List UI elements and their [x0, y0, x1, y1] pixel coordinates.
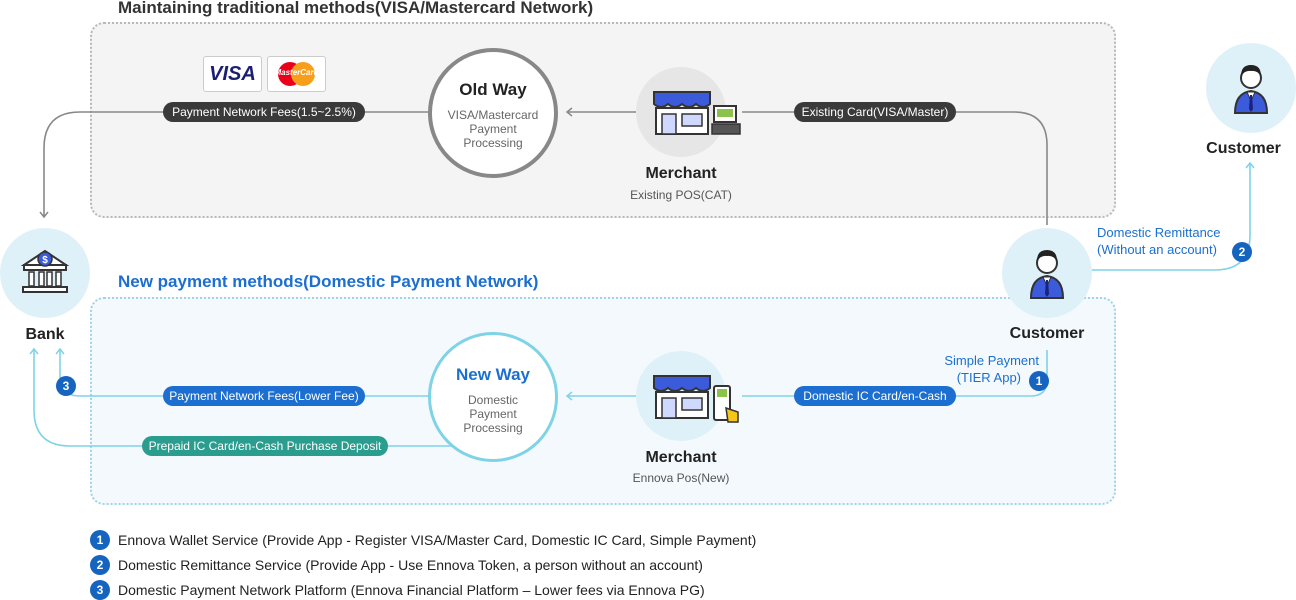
- remittance-line2: (Without an account): [1097, 242, 1217, 257]
- mastercard-circles-icon: [278, 62, 315, 86]
- new-way-line1: Domestic: [467, 393, 518, 407]
- bank-label: Bank: [25, 326, 65, 343]
- remittance-line1: Domestic Remittance: [1097, 225, 1221, 240]
- payment-fees-old-pill: Payment Network Fees(1.5~2.5%): [163, 102, 365, 122]
- legend-text-2: Domestic Remittance Service (Provide App…: [118, 557, 703, 573]
- merchant-old-title: Merchant: [645, 165, 717, 182]
- old-way-line3: Processing: [463, 136, 523, 150]
- badge-three: 3: [56, 376, 76, 396]
- new-way-line2: Payment: [469, 407, 517, 421]
- legend-badge-3: 3: [90, 580, 110, 600]
- deposit-arrow: [29, 347, 452, 447]
- old-section-title: Maintaining traditional methods(VISA/Mas…: [118, 0, 594, 17]
- merchant-old-sub: Existing POS(CAT): [630, 188, 732, 202]
- old-way-line1: VISA/Mastercard: [447, 108, 539, 122]
- old-bank-arrow: [39, 111, 428, 219]
- legend-item-2: 2 Domestic Remittance Service (Provide Ap…: [90, 555, 703, 575]
- legend-text-3: Domestic Payment Network Platform (Ennov…: [118, 582, 705, 598]
- payment-fees-new-pill: Payment Network Fees(Lower Fee): [163, 386, 365, 406]
- domestic-card-pill: Domestic IC Card/en-Cash: [794, 386, 956, 406]
- legend-badge-2: 2: [90, 555, 110, 575]
- badge-two: 2: [1232, 242, 1252, 262]
- new-section-title: New payment methods(Domestic Payment Net…: [118, 272, 539, 291]
- prepaid-deposit-pill: Prepaid IC Card/en-Cash Purchase Deposit: [142, 436, 388, 456]
- customer-main-label: Customer: [1009, 325, 1085, 342]
- old-way-circle: Old Way VISA/Mastercard Payment Processi…: [428, 48, 558, 178]
- legend-badge-1: 1: [90, 530, 110, 550]
- visa-logo: VISA: [203, 56, 262, 92]
- bank-icon: $: [20, 249, 70, 293]
- store-with-card-terminal-icon: [653, 375, 739, 423]
- legend-item-1: 1 Ennova Wallet Service (Provide App - Re…: [90, 530, 756, 550]
- legend-text-1: Ennova Wallet Service (Provide App - Reg…: [118, 532, 757, 548]
- legend-item-3: 3 Domestic Payment Network Platform (Enno…: [90, 580, 705, 600]
- old-way-line2: Payment: [469, 122, 517, 136]
- existing-card-pill: Existing Card(VISA/Master): [794, 102, 956, 122]
- simple-payment-line1: Simple Payment: [944, 353, 1039, 368]
- svg-text:$: $: [42, 255, 48, 266]
- store-with-register-icon: [653, 91, 741, 135]
- merchant-new-sub: Ennova Pos(New): [632, 471, 730, 485]
- merchant-new-title: Merchant: [645, 449, 717, 466]
- old-customer-line: [742, 111, 1048, 225]
- new-way-title: New Way: [455, 365, 530, 384]
- bank-icon-circle: [0, 228, 90, 318]
- simple-payment-line2: (TIER App): [956, 370, 1021, 385]
- person-icon: [1233, 65, 1269, 114]
- new-way-line3: Processing: [463, 421, 523, 435]
- customer-remote-label: Customer: [1206, 140, 1281, 157]
- person-icon: [1029, 250, 1065, 299]
- badge-one: 1: [1029, 371, 1049, 391]
- old-way-title: Old Way: [459, 80, 527, 99]
- new-way-circle: New Way Domestic Payment Processing: [428, 332, 558, 462]
- mastercard-logo: MasterCard: [267, 56, 326, 92]
- mastercard-logo-text: MasterCard: [274, 68, 319, 77]
